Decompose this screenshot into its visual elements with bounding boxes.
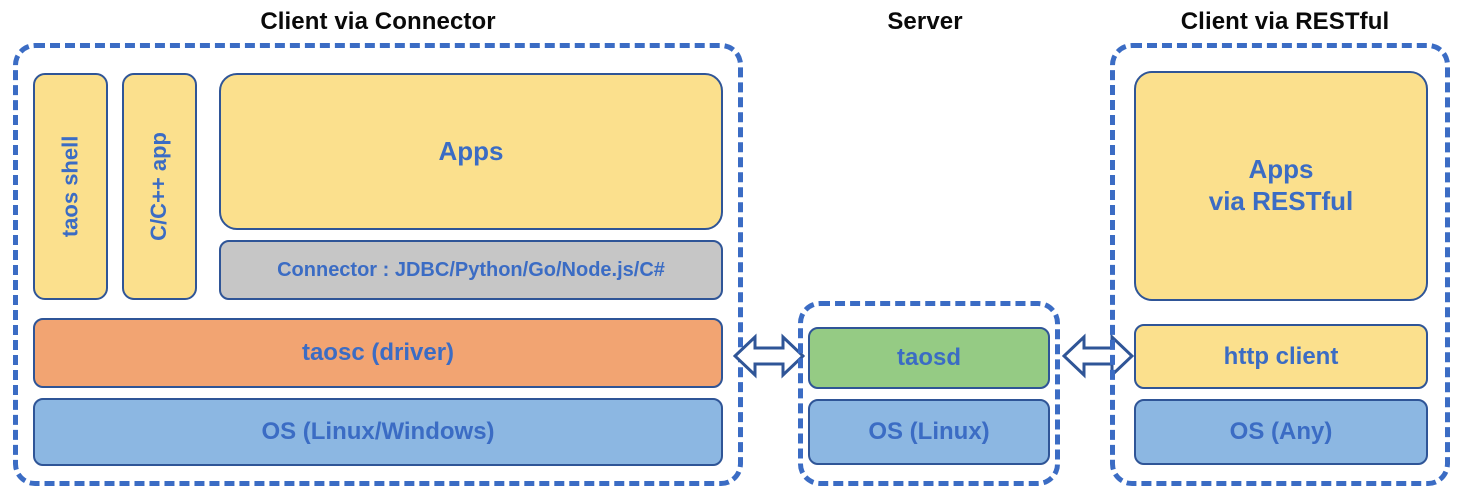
group-client-via-restful: [1110, 43, 1450, 486]
box-os-any-label: OS (Any): [1229, 418, 1333, 446]
group-server: [798, 301, 1060, 486]
box-taosc-driver[interactable]: taosc (driver): [33, 318, 723, 388]
box-http-client[interactable]: http client: [1134, 324, 1428, 389]
box-taosd[interactable]: taosd: [808, 327, 1050, 389]
box-connector-list-label: Connector : JDBC/Python/Go/Node.js/C#: [277, 258, 665, 281]
box-apps-connector-label: Apps: [438, 135, 504, 166]
box-connector-list[interactable]: Connector : JDBC/Python/Go/Node.js/C#: [219, 240, 723, 300]
bidirectional-arrow-left: [732, 330, 806, 382]
box-apps-connector[interactable]: Apps: [219, 73, 723, 230]
box-taos-shell[interactable]: taos shell: [33, 73, 108, 300]
box-http-client-label: http client: [1223, 342, 1339, 370]
box-os-any[interactable]: OS (Any): [1134, 399, 1428, 465]
section-title-server: Server: [887, 8, 963, 35]
box-os-linux-windows-label: OS (Linux/Windows): [261, 418, 495, 446]
box-taosd-label: taosd: [896, 344, 961, 372]
box-apps-via-restful[interactable]: Apps via RESTful: [1134, 71, 1428, 301]
box-taos-shell-label: taos shell: [57, 135, 83, 238]
box-os-linux-windows[interactable]: OS (Linux/Windows): [33, 398, 723, 466]
section-title-client-connector: Client via Connector: [260, 8, 496, 35]
bidirectional-arrow-right-icon: [1061, 333, 1135, 379]
section-title-client-restful: Client via RESTful: [1180, 8, 1390, 35]
box-c-cpp-app[interactable]: C/C++ app: [122, 73, 197, 300]
box-os-linux-label: OS (Linux): [868, 418, 990, 446]
bidirectional-arrow-left-icon: [732, 333, 806, 379]
box-os-linux[interactable]: OS (Linux): [808, 399, 1050, 465]
group-client-via-connector: [13, 43, 743, 486]
box-taosc-driver-label: taosc (driver): [301, 339, 455, 367]
bidirectional-arrow-right: [1061, 330, 1135, 382]
box-apps-via-restful-label: Apps via RESTful: [1208, 154, 1354, 216]
box-c-cpp-app-label: C/C++ app: [146, 132, 172, 241]
